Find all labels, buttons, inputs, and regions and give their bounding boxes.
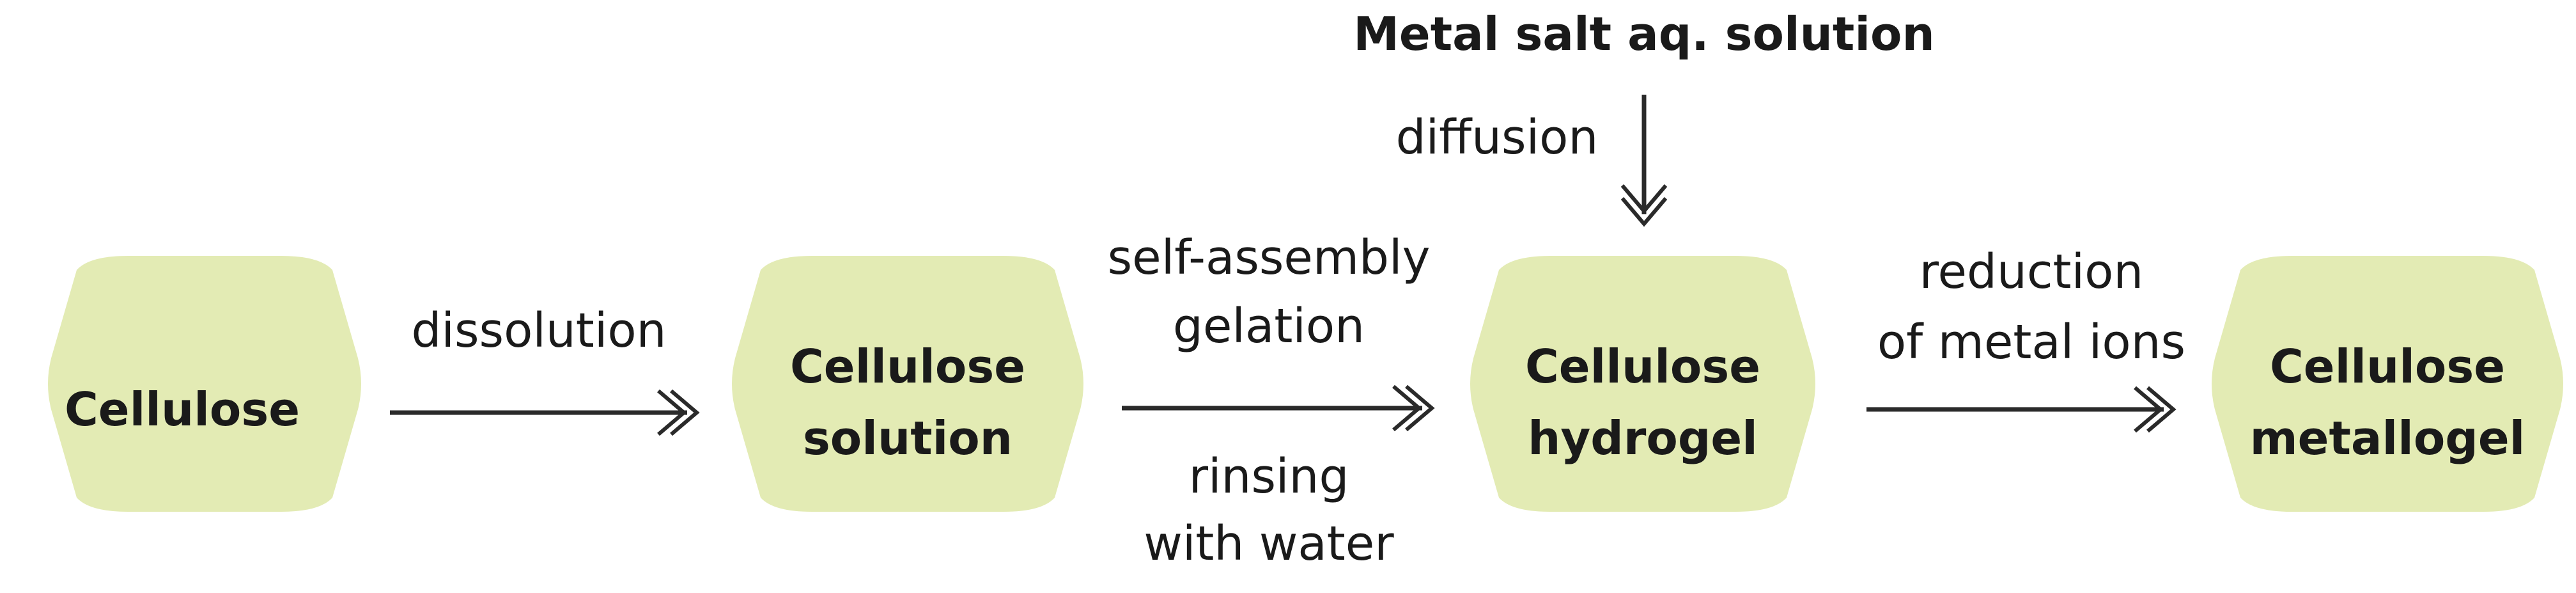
node-cellulose-metallogel-line2: metallogel bbox=[2250, 411, 2526, 465]
diffusion-arrow-head-outer bbox=[1620, 184, 1668, 214]
gelation-label: gelation bbox=[1173, 299, 1365, 354]
dissolution-arrow-head-inner bbox=[670, 389, 700, 436]
node-cellulose-solution-shape bbox=[732, 256, 1083, 512]
node-cellulose-solution-line2: solution bbox=[803, 411, 1013, 465]
diffusion-label: diffusion bbox=[1396, 110, 1599, 165]
node-cellulose-hydrogel-line2: hydrogel bbox=[1528, 411, 1758, 465]
node-cellulose-hydrogel-line1: Cellulose bbox=[1525, 340, 1760, 393]
reduction-label: reduction bbox=[1920, 244, 2144, 299]
gelation-arrow-head-outer bbox=[1392, 384, 1422, 432]
node-cellulose-metallogel-line1: Cellulose bbox=[2270, 340, 2505, 393]
dissolution-arrow-head-outer bbox=[657, 389, 687, 436]
node-cellulose-label: Cellulose bbox=[65, 383, 300, 436]
gelation-arrow-head-inner bbox=[1405, 384, 1435, 432]
node-cellulose-shape bbox=[48, 256, 361, 512]
of-metal-ions-label: of metal ions bbox=[1877, 315, 2185, 370]
diffusion-arrow-head-inner bbox=[1620, 197, 1668, 227]
node-cellulose-metallogel-shape bbox=[2212, 256, 2563, 512]
reduction-arrow-head-outer bbox=[2134, 386, 2164, 433]
with-water-label: with water bbox=[1144, 516, 1394, 571]
node-cellulose-hydrogel-shape bbox=[1470, 256, 1815, 512]
rinsing-label: rinsing bbox=[1189, 449, 1349, 504]
metal-salt-label: Metal salt aq. solution bbox=[1353, 7, 1934, 61]
node-cellulose-solution-line1: Cellulose bbox=[790, 340, 1025, 393]
dissolution-label: dissolution bbox=[411, 303, 666, 358]
self-assembly-label: self-assembly bbox=[1108, 230, 1431, 285]
reduction-arrow-head-inner bbox=[2146, 386, 2176, 433]
